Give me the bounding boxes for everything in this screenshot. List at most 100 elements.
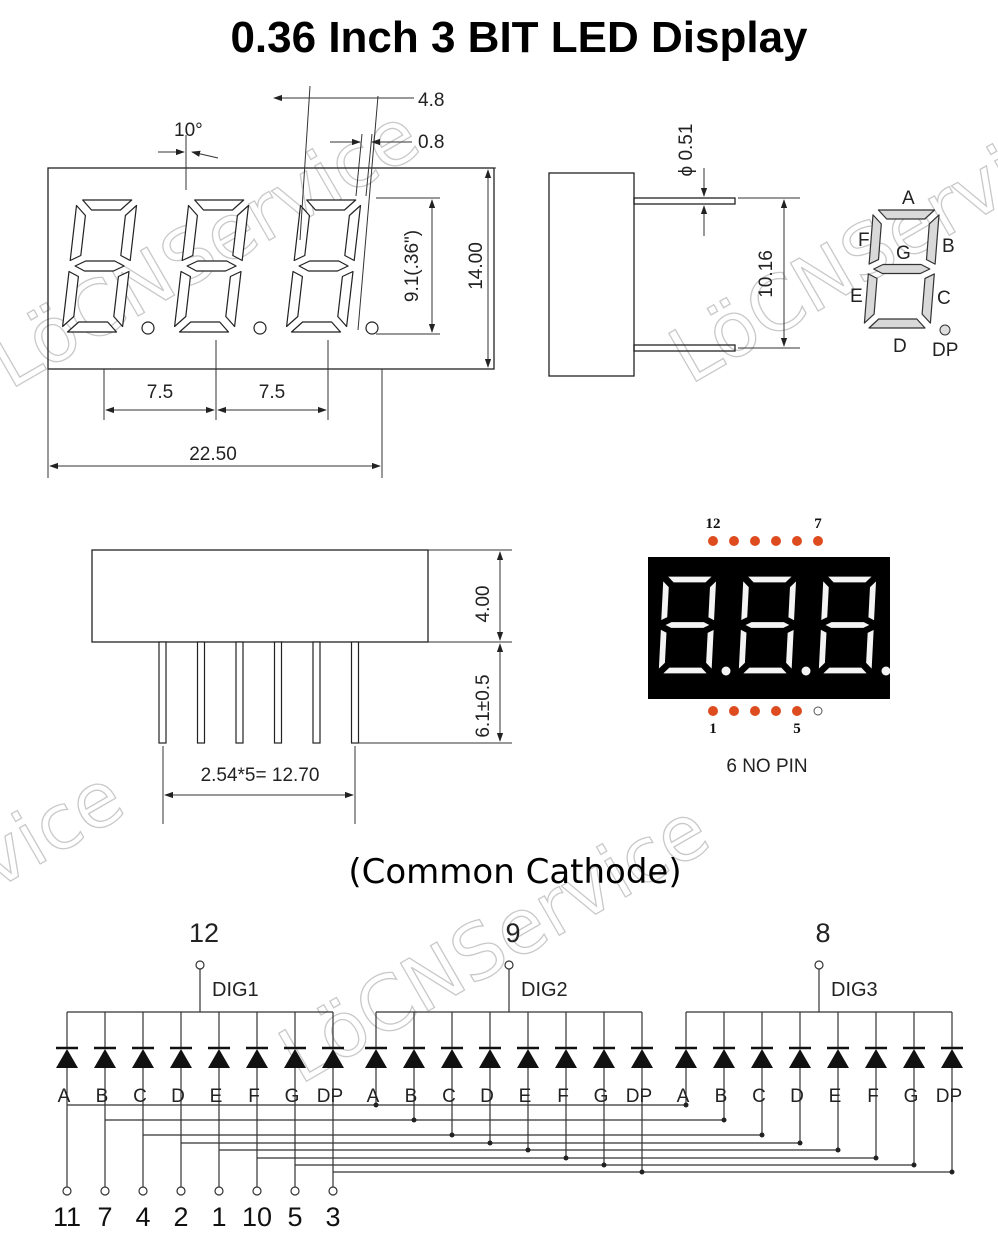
photo-pin-dot-top: [792, 536, 802, 546]
legend-label-b: B: [942, 236, 955, 257]
legend-digit-shape-segment-a: [877, 209, 936, 220]
photo-digit-3: [817, 575, 878, 675]
schematic-subtitle: (Common Cathode): [348, 852, 681, 892]
bottom-pins: [158, 641, 360, 744]
dim-height: 14.00: [466, 242, 487, 290]
junction-dot: [835, 1147, 841, 1153]
segment-label-b: B: [405, 1086, 418, 1107]
front-digit-3-segment-b: [344, 204, 362, 262]
segment-label-b: B: [715, 1086, 728, 1107]
diode-symbol: [903, 1049, 925, 1068]
legend-digit-shape-segment-c: [921, 273, 935, 324]
dim-pitch-1: 7.5: [147, 382, 173, 403]
photo-digit-3-segment-d: [820, 666, 870, 675]
bottom-pin: [158, 641, 167, 744]
photo-digit-1-dp: [721, 666, 731, 676]
segment-pin-terminal: [62, 1186, 72, 1196]
segment-label-e: E: [519, 1086, 532, 1107]
schematic-digit-2-common-pin: 9: [505, 918, 520, 948]
diode-symbol: [403, 1049, 425, 1068]
junction-dot: [911, 1162, 917, 1168]
photo-pin-label-1: 1: [709, 721, 717, 737]
photo-digit-1-segment-a: [665, 575, 715, 584]
diode-symbol: [365, 1049, 387, 1068]
segment-label-e: E: [210, 1086, 223, 1107]
dim-pin-span: 2.54*5= 12.70: [201, 765, 320, 786]
photo-pin-dot-top: [750, 536, 760, 546]
junction-dot: [797, 1140, 803, 1146]
front-digit-1-segment-a: [82, 199, 133, 211]
legend-label-f: F: [858, 230, 870, 251]
front-digits: [61, 199, 379, 335]
segment-label-e: E: [829, 1086, 842, 1107]
front-digit-1-segment-c: [113, 270, 130, 328]
side-view: ϕ 0.51 10.16: [548, 124, 800, 377]
dim-pitch-2: 7.5: [259, 382, 285, 403]
legend-digit-shape: [863, 209, 940, 329]
segment-label-g: G: [904, 1086, 919, 1107]
legend-digit-shape-segment-b: [925, 214, 940, 265]
junction-dot: [449, 1132, 455, 1138]
photo-digit-3-dp: [881, 666, 891, 676]
segment-label-c: C: [133, 1086, 147, 1107]
junction-dot: [563, 1155, 569, 1161]
side-pin-bottom: [633, 344, 736, 352]
diode-symbol: [789, 1049, 811, 1068]
front-digit-1-segment-f: [69, 204, 87, 262]
led-photo: 12 7 1 5 6 NO PIN: [648, 516, 891, 777]
photo-digit-3-segment-g: [822, 620, 872, 630]
diode-symbol: [631, 1049, 653, 1068]
legend-label-g: G: [896, 243, 911, 264]
front-digit-3-segment-d: [290, 321, 342, 333]
photo-pin-dot-bottom: [729, 706, 739, 716]
dim-pin-length: 6.1±0.5: [473, 674, 494, 737]
legend-digit-shape-segment-d: [868, 318, 926, 329]
front-digit-2: [174, 199, 250, 333]
front-body-outline: [47, 167, 495, 370]
dim-pin-spacing: 10.16: [756, 250, 777, 298]
segment-label-g: G: [594, 1086, 609, 1107]
schematic-digit-3-name: DIG3: [831, 979, 878, 1001]
front-digit-3-segment-e: [286, 270, 303, 328]
photo-no-pin-note: 6 NO PIN: [726, 756, 807, 777]
page-title: 0.36 Inch 3 BIT LED Display: [230, 13, 808, 62]
dim-width: 22.50: [189, 444, 237, 465]
junction-dot: [411, 1117, 417, 1123]
segment-label-g: G: [285, 1086, 300, 1107]
segment-pin-terminal: [176, 1186, 186, 1196]
front-digit-1: [61, 199, 138, 333]
front-digit-2-segment-g: [186, 260, 237, 272]
photo-digit-2-segment-g: [742, 620, 792, 630]
side-body-outline: [548, 172, 635, 377]
bottom-body-outline: [91, 549, 429, 643]
segment-label-f: F: [557, 1086, 569, 1107]
segment-label-f: F: [867, 1086, 879, 1107]
front-digit-1-segment-g: [74, 260, 125, 272]
photo-pin-dot-bottom: [750, 706, 760, 716]
dim-body-height: 4.00: [473, 586, 494, 623]
photo-digit-3-segment-e: [817, 627, 828, 672]
bottom-pin: [350, 641, 360, 744]
front-digit-3: [286, 199, 362, 333]
schematic-digit-2-common-terminal: [504, 960, 514, 970]
legend-digit-shape-segment-g: [873, 263, 931, 275]
photo-digit-3-segment-c: [864, 627, 875, 672]
segment-pin-terminal: [290, 1186, 300, 1196]
junction-dot: [721, 1117, 727, 1123]
side-pin-top: [633, 197, 736, 205]
photo-digit-3-segment-b: [867, 578, 878, 623]
segment-label-d: D: [171, 1086, 185, 1107]
segment-label-a: A: [367, 1086, 380, 1107]
segment-pin-terminal: [328, 1186, 338, 1196]
dim-angle: 10°: [174, 120, 203, 141]
front-digit-2-segment-e: [174, 270, 191, 328]
front-digit-3-segment-a: [306, 199, 357, 211]
junction-dot: [759, 1132, 765, 1138]
schematic-digit-3-common-terminal: [814, 960, 824, 970]
front-digit-1-segment-d: [66, 321, 118, 333]
photo-pin-label-5: 5: [793, 721, 801, 737]
